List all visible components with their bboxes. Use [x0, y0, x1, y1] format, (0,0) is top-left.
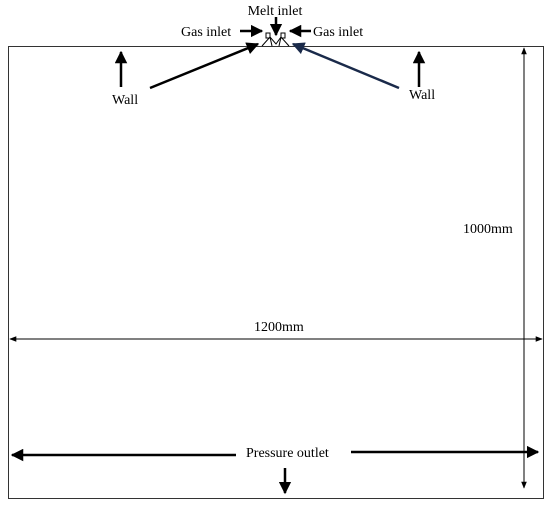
wall-right-label: Wall [409, 88, 435, 103]
melt-inlet-label: Melt inlet [248, 4, 303, 19]
height-dimension-label: 1000mm [463, 222, 513, 237]
wall-right-diagonal-arrow [291, 42, 400, 90]
gas-inlet-right-label: Gas inlet [313, 25, 363, 40]
nozzle [261, 32, 290, 47]
width-dimension-label: 1200mm [254, 320, 304, 335]
pressure-outlet-label: Pressure outlet [246, 446, 329, 461]
wall-left-label: Wall [112, 93, 138, 108]
wall-left-diagonal-arrow [149, 42, 260, 90]
gas-inlet-left-label: Gas inlet [181, 25, 231, 40]
domain-boundary [8, 46, 544, 499]
